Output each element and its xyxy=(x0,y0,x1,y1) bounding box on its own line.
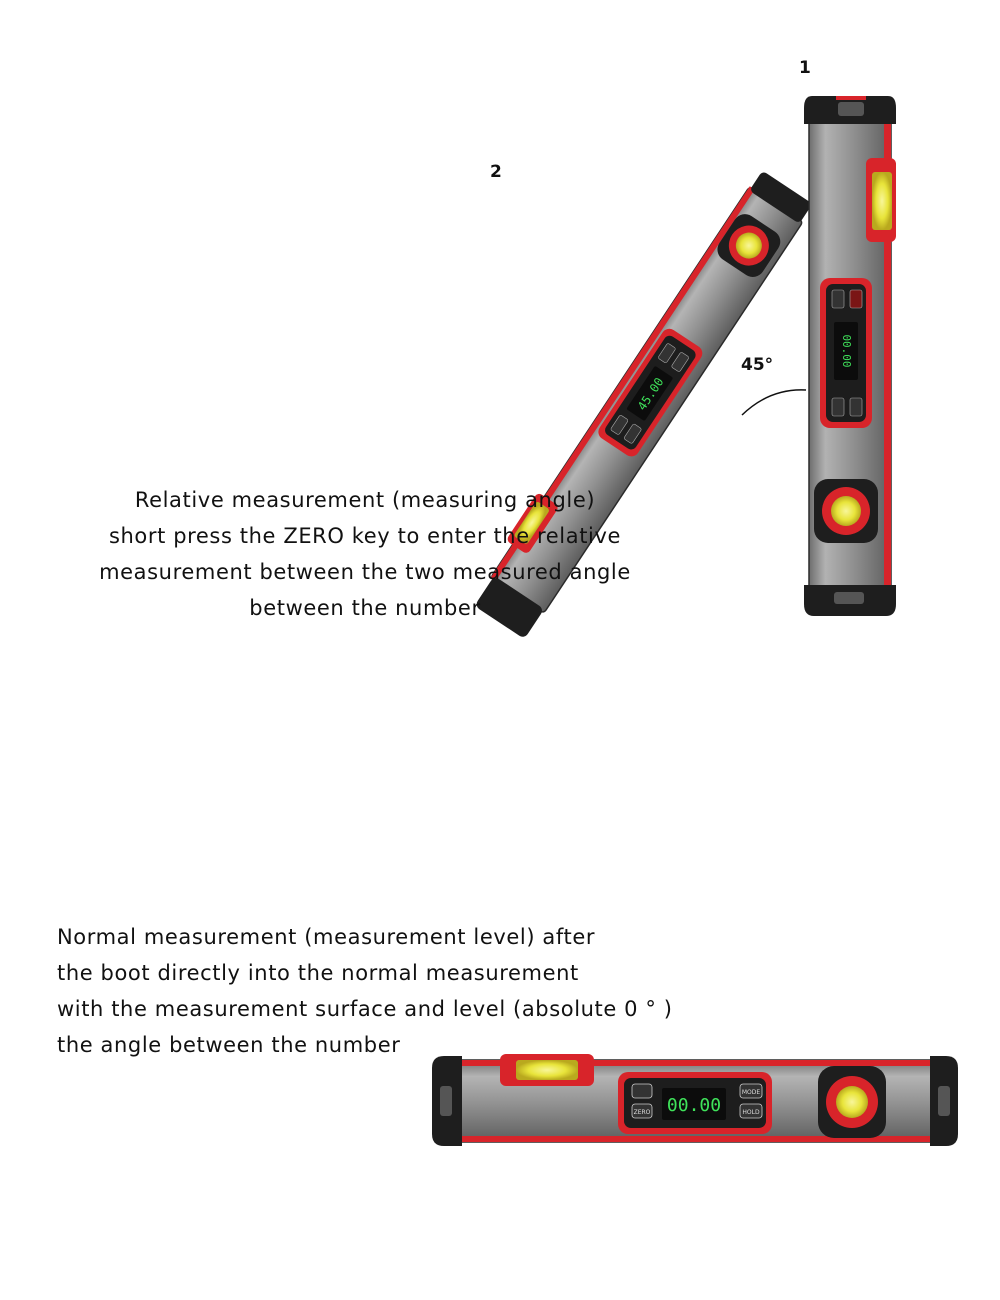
round-vial xyxy=(818,1066,886,1138)
bubble-vial-icon xyxy=(507,493,558,553)
zero-button[interactable] xyxy=(624,423,642,444)
laser-button[interactable] xyxy=(610,415,629,436)
level-tool-three: 00.00 ZERO MODE HOLD xyxy=(432,1054,958,1146)
hold-button[interactable] xyxy=(831,397,845,417)
text-line: measurement between the two measured ang… xyxy=(99,560,631,584)
level-tool-one: 00.00 xyxy=(804,96,896,616)
mode-button[interactable] xyxy=(658,343,676,364)
bubble-vial-icon xyxy=(866,158,896,242)
mode-button[interactable] xyxy=(739,1083,763,1099)
round-vial xyxy=(814,479,878,543)
end-cap xyxy=(476,578,542,637)
lcd-screen xyxy=(627,366,673,421)
hold-button-label: HOLD xyxy=(742,1109,760,1116)
relative-measurement-description: Relative measurement (measuring angle) s… xyxy=(60,482,670,626)
level-tool-two: 45.00 xyxy=(476,172,811,637)
angle-label: 45° xyxy=(741,355,774,375)
lcd-reading: 00.00 xyxy=(667,1095,721,1116)
text-line: between the number xyxy=(249,596,481,620)
hold-button[interactable] xyxy=(671,352,689,373)
tool-label-one: 1 xyxy=(799,58,811,78)
lcd-reading: 00.00 xyxy=(840,334,853,367)
laser-button[interactable] xyxy=(631,1083,653,1099)
control-panel: 00.00 xyxy=(820,278,872,428)
text-line: the angle between the number xyxy=(57,1033,401,1057)
text-line: with the measurement surface and level (… xyxy=(57,997,673,1021)
tool-label-two: 2 xyxy=(490,162,502,182)
text-line: Relative measurement (measuring angle) xyxy=(134,488,596,512)
mode-button-label: MODE xyxy=(742,1089,761,1096)
normal-measurement-description: Normal measurement (measurement level) a… xyxy=(57,919,673,1063)
bubble-vial-icon xyxy=(500,1054,594,1086)
zero-button[interactable] xyxy=(831,289,845,309)
zero-button-label: ZERO xyxy=(634,1109,651,1116)
zero-button[interactable] xyxy=(631,1103,653,1119)
control-panel: 00.00 ZERO MODE HOLD xyxy=(618,1072,772,1134)
lcd-screen xyxy=(662,1088,726,1120)
angle-arc-icon xyxy=(741,389,807,416)
hold-button[interactable] xyxy=(739,1103,763,1119)
mode-button[interactable] xyxy=(849,397,863,417)
text-line: Normal measurement (measurement level) a… xyxy=(57,925,596,949)
text-line: the boot directly into the normal measur… xyxy=(57,961,579,985)
text-line: short press the ZERO key to enter the re… xyxy=(108,524,622,548)
laser-button[interactable] xyxy=(849,289,863,309)
round-vial xyxy=(717,214,781,277)
lcd-screen xyxy=(834,322,858,380)
control-panel: 45.00 xyxy=(598,328,703,457)
